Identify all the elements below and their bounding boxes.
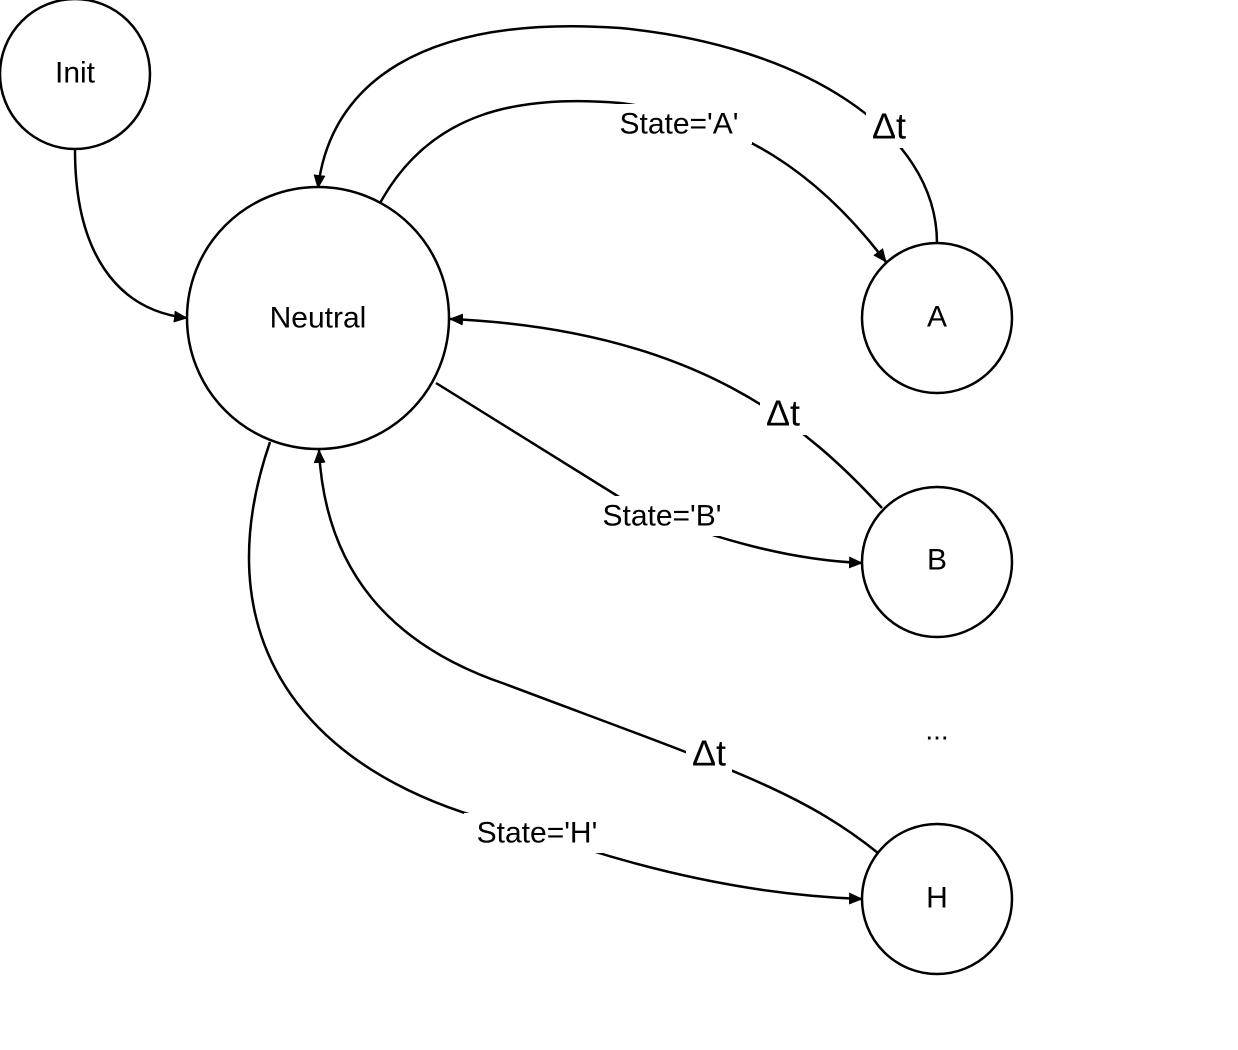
node-label-h: H (926, 882, 948, 915)
edge-label-delta-b: Δt (766, 393, 800, 434)
edge-label-delta-h: Δt (692, 733, 726, 774)
node-label-a: A (927, 301, 947, 334)
edge-labels: State='A' Δt State='B' Δt State='H' Δt (464, 104, 912, 853)
node-init: Init (0, 0, 152, 151)
edge-neutral-to-a (377, 99, 887, 263)
node-label-init: Init (55, 57, 96, 90)
edge-label-state-a: State='A' (619, 108, 738, 141)
edge-init-to-neutral (73, 149, 188, 323)
node-neutral: Neutral (185, 185, 451, 451)
node-a: A (860, 241, 1014, 395)
ellipsis-more-states: ... (925, 715, 948, 746)
edge-label-delta-a: Δt (872, 106, 906, 147)
node-label-neutral: Neutral (270, 302, 367, 335)
edge-b-to-neutral (449, 313, 883, 509)
node-label-b: B (927, 544, 947, 577)
node-h: H (860, 822, 1014, 976)
edge-label-state-h: State='H' (477, 817, 598, 850)
edge-label-state-b: State='B' (602, 500, 721, 533)
edge-h-to-neutral (313, 449, 879, 854)
node-b: B (860, 485, 1014, 639)
nodes: Init Neutral A B H ... (0, 0, 1014, 976)
edges (73, 25, 939, 905)
